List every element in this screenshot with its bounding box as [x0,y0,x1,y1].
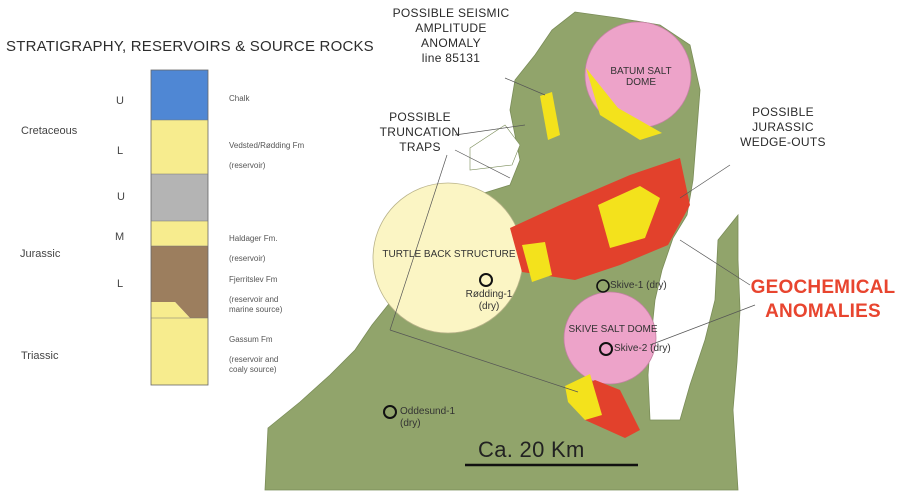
column-border [150,69,209,386]
truncation-trap-yellow-2 [522,242,552,282]
wedgeout-red [510,158,690,280]
formation-haldager-name: Haldager Fm. [229,234,278,243]
rodding-1-well-marker [479,273,493,287]
skive-anomaly-yellow [565,374,602,420]
skive-salt-dome [563,291,657,385]
oddesund-1-well-marker [383,405,397,419]
chalk-layer [151,70,208,120]
wedgeout-yellow [598,186,660,248]
rodding-1-name: Rødding-1 [465,289,513,300]
formation-fjerritslev-note: (reservoir and marine source) [229,295,283,314]
formation-haldager-note: (reservoir) [229,254,266,263]
gassum-layer [151,318,208,385]
stratigraphic-column [150,69,209,386]
skive-2-label: Skive-2 (dry) [614,343,671,354]
oddesund-1-label: Oddesund-1 (dry) [400,406,455,430]
skive-2-well-marker [599,342,613,356]
upper-jurassic-layer [151,174,208,221]
skive-1-label: Skive-1 (dry) [610,280,667,291]
fjerritslev-sand [151,302,190,318]
formation-chalk: Chalk [229,94,250,103]
formation-haldager: Haldager Fm. (reservoir) [229,224,277,274]
haldager-layer [151,221,208,246]
formation-gassum-name: Gassum Fm [229,335,273,344]
truncation-trap-yellow [540,92,560,140]
subdivision-upper-cretaceous: U [116,95,124,107]
rodding-1-label: Rødding-1 (dry) [458,289,520,313]
formation-fjerritslev: Fjerritslev Fm (reservoir and marine sou… [229,265,282,325]
geochemical-anomalies-callout: GEOCHEMICAL ANOMALIES [750,277,896,322]
truncation-traps-callout: POSSIBLE TRUNCATION TRAPS [379,110,461,154]
scale-bar-label: Ca. 20 Km [478,437,585,462]
skive-salt-dome-label: SKIVE SALT DOME [568,324,658,335]
leader-lines [389,77,756,393]
seismic-anomaly-yellow [586,68,662,140]
formation-gassum: Gassum Fm (reservoir and coaly source) [229,325,278,385]
turtle-back-label: TURTLE BACK STRUCTURE [382,249,516,260]
subdivision-middle-jurassic: M [115,231,125,243]
seismic-anomaly-callout: POSSIBLE SEISMIC AMPLITUDE ANOMALY line … [392,6,510,65]
fjerritslev-shale [151,246,208,318]
period-jurassic: Jurassic [20,248,61,260]
subdivision-upper-jurassic: U [117,191,125,203]
rodding-1-status: (dry) [478,301,500,312]
formation-vedsted-note: (reservoir) [229,161,266,170]
subdivision-lower-jurassic: L [117,278,124,290]
oddesund-1-status: (dry) [400,418,421,429]
vedsted-layer [151,120,208,174]
period-cretaceous: Cretaceous [21,125,78,137]
formation-gassum-note: (reservoir and coaly source) [229,355,279,374]
wedgeouts-callout: POSSIBLE JURASSIC WEDGE-OUTS [740,105,826,149]
formation-vedsted-name: Vedsted/Rødding Fm [229,141,305,150]
period-triassic: Triassic [21,350,59,362]
batum-salt-dome-label: BATUM SALT DOME [610,66,672,88]
formation-vedsted: Vedsted/Rødding Fm (reservoir) [229,131,304,181]
page-title: STRATIGRAPHY, RESERVOIRS & SOURCE ROCKS [6,38,374,55]
oddesund-1-name: Oddesund-1 [400,406,456,417]
formation-fjerritslev-name: Fjerritslev Fm [229,275,278,284]
subdivision-lower-cretaceous: L [117,145,124,157]
skive-1-well-marker [596,279,610,293]
